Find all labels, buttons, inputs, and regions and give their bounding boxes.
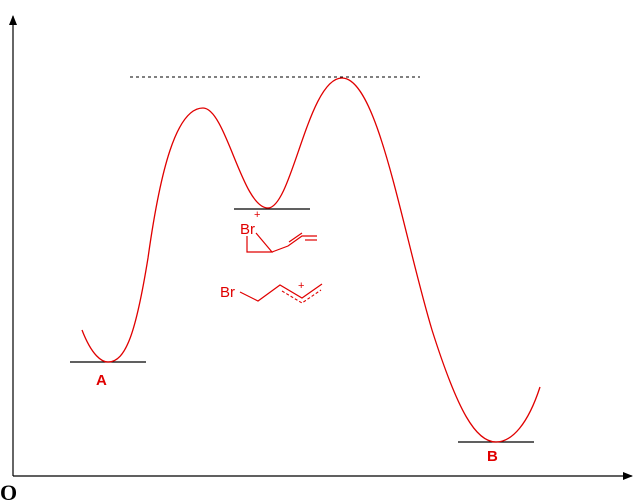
- bromonium-vinyl-second: [288, 232, 303, 243]
- bromonium-ion-structure: + Br: [240, 209, 317, 253]
- allyl-cation-structure: Br +: [220, 280, 323, 304]
- allyl-single-bonds: [239, 283, 323, 302]
- bromonium-charge: +: [254, 209, 260, 221]
- state-label-b: B: [487, 448, 498, 465]
- allyl-delocalized-bonds: [281, 289, 322, 304]
- state-label-a: A: [96, 372, 107, 389]
- reaction-energy-curve: [81, 77, 541, 443]
- bromonium-ring-bonds: [246, 232, 274, 253]
- allyl-charge: +: [298, 280, 304, 292]
- allyl-br-label: Br: [220, 284, 235, 301]
- bromonium-br-label: Br: [240, 221, 255, 238]
- origin-label: O: [0, 480, 17, 502]
- bromonium-vinyl-bonds: [271, 235, 317, 253]
